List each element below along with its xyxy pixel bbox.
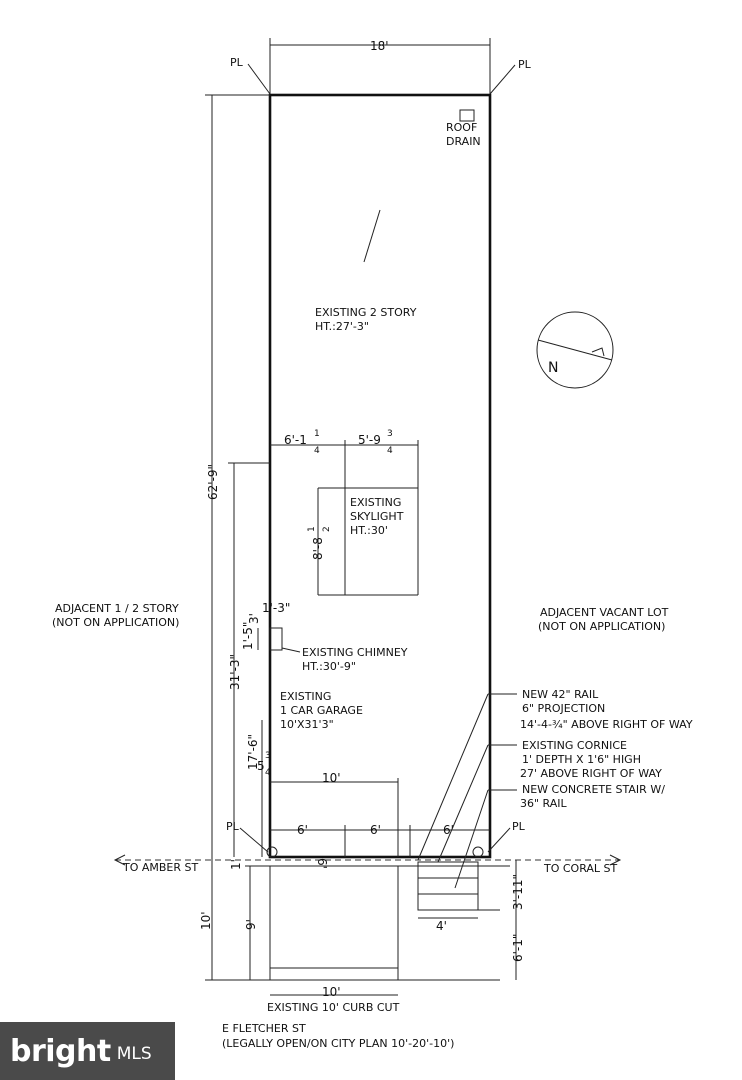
garage-label-1: EXISTING <box>280 690 331 703</box>
dim-15-label: 1'-5" <box>241 622 255 650</box>
north-label: N <box>548 360 558 376</box>
roof-drain-symbol <box>459 109 475 122</box>
bright-mls-logo: bright MLS <box>0 1022 175 1080</box>
skylight-label-3: HT.:30' <box>350 524 388 537</box>
north-arrow-icon <box>536 311 614 389</box>
chimney-label-1: EXISTING CHIMNEY <box>302 646 408 659</box>
dim-88-label: 8'-8 <box>311 537 325 560</box>
roof-drain-label-2: DRAIN <box>446 135 481 148</box>
stair-label-1: NEW CONCRETE STAIR W/ <box>522 783 665 796</box>
dim-88-frac-num: 1 <box>307 526 317 532</box>
overall-length-label: 62'-9" <box>206 464 220 500</box>
street-name-label: E FLETCHER ST <box>222 1022 306 1035</box>
dim-59-frac-num: 3 <box>387 429 393 439</box>
dim-13-label: 1'-3" <box>262 601 290 615</box>
pl-leader-tr <box>489 64 516 95</box>
existing-story-label: EXISTING 2 STORY <box>315 306 417 319</box>
dim-1-label: 1' <box>229 859 243 870</box>
pl-bottom-right: PL <box>512 820 526 833</box>
cornice-label-1: EXISTING CORNICE <box>522 739 627 752</box>
pl-marker-bl <box>266 846 278 858</box>
to-coral-label: TO CORAL ST <box>543 862 618 875</box>
garage-label-3: 10'X31'3" <box>280 718 334 731</box>
chimney-label-2: HT.:30'-9" <box>302 660 356 673</box>
dim-59-label: 5'-9 <box>358 433 381 447</box>
garage-label-2: 1 CAR GARAGE <box>280 704 363 717</box>
chimney-symbol <box>269 627 283 651</box>
pl-leader-tl <box>247 63 271 95</box>
dim-61-frac-den: 4 <box>314 446 320 456</box>
stair-block <box>417 861 479 911</box>
adjacent-right-label-2: (NOT ON APPLICATION) <box>538 620 665 633</box>
dim-10-left-label: 10' <box>199 911 213 930</box>
logo-suffix: MLS <box>116 1044 152 1064</box>
dim-61-label: 6'-1 <box>284 433 307 447</box>
rail-label-1: NEW 42" RAIL <box>522 688 599 701</box>
dim-5-frac-num: 3 <box>265 751 271 761</box>
dim-313-label: 31'-3" <box>228 654 242 690</box>
stair-leader <box>454 789 489 889</box>
pl-leader-bl <box>239 827 269 853</box>
pl-top-right: PL <box>518 58 532 71</box>
chimney-leader <box>281 647 301 653</box>
dim-6c-label: 6' <box>443 823 454 837</box>
adjacent-right-label-1: ADJACENT VACANT LOT <box>540 606 669 619</box>
dim-3-label: 3' <box>247 613 261 624</box>
rail-leader <box>417 693 489 861</box>
dim-10-curb-label: 10' <box>322 985 341 999</box>
pl-leader-br <box>487 827 511 853</box>
stair-label-2: 36" RAIL <box>520 797 568 810</box>
skylight-label-2: SKYLIGHT <box>350 510 404 523</box>
arrow-amber-icon <box>113 854 126 866</box>
rail-label-2: 6" PROJECTION <box>522 702 605 715</box>
adjacent-left-label-2: (NOT ON APPLICATION) <box>52 616 179 629</box>
dim-61b-label: 6'-1" <box>511 934 525 962</box>
dim-6a-label: 6' <box>297 823 308 837</box>
garage-width-label: 10' <box>322 771 341 785</box>
curb-cut-label: EXISTING 10' CURB CUT <box>267 1001 400 1014</box>
dim-176-label: 17'-6" <box>246 734 260 770</box>
street-note-label: (LEGALLY OPEN/ON CITY PLAN 10'-20'-10') <box>222 1037 454 1050</box>
existing-height-label: HT.:27'-3" <box>315 320 369 333</box>
building-outline <box>268 93 492 859</box>
skylight-label-1: EXISTING <box>350 496 401 509</box>
cornice-label-3: 27' ABOVE RIGHT OF WAY <box>520 767 662 780</box>
dim-59-frac-den: 4 <box>387 446 393 456</box>
dim-61-frac-num: 1 <box>314 429 320 439</box>
pl-marker-br <box>472 846 484 858</box>
pl-top-left: PL <box>230 56 244 69</box>
dim-311-label: 3'-11" <box>511 874 525 910</box>
cornice-leader <box>437 744 489 863</box>
adjacent-left-label-1: ADJACENT 1 / 2 STORY <box>55 602 179 615</box>
arrow-coral-icon <box>609 854 622 866</box>
cornice-label-2: 1' DEPTH X 1'6" HIGH <box>522 753 641 766</box>
roof-drain-label-1: ROOF <box>446 121 477 134</box>
dim-88-frac-den: 2 <box>322 526 332 532</box>
rail-label-3: 14'-4-¾" ABOVE RIGHT OF WAY <box>520 718 693 731</box>
dim-5-label: 5 <box>257 759 265 773</box>
width-top-label: 18' <box>370 39 389 53</box>
logo-brand: bright <box>10 1033 111 1069</box>
pl-bottom-left: PL <box>226 820 240 833</box>
slash-mark <box>363 209 381 263</box>
dim-6-side-label: 6' <box>315 858 329 869</box>
dim-4-label: 4' <box>436 919 447 933</box>
to-amber-label: TO AMBER ST <box>122 861 199 874</box>
dim-9-label: 9' <box>244 919 258 930</box>
dim-6b-label: 6' <box>370 823 381 837</box>
dim-5-frac-den: 4 <box>265 768 271 778</box>
